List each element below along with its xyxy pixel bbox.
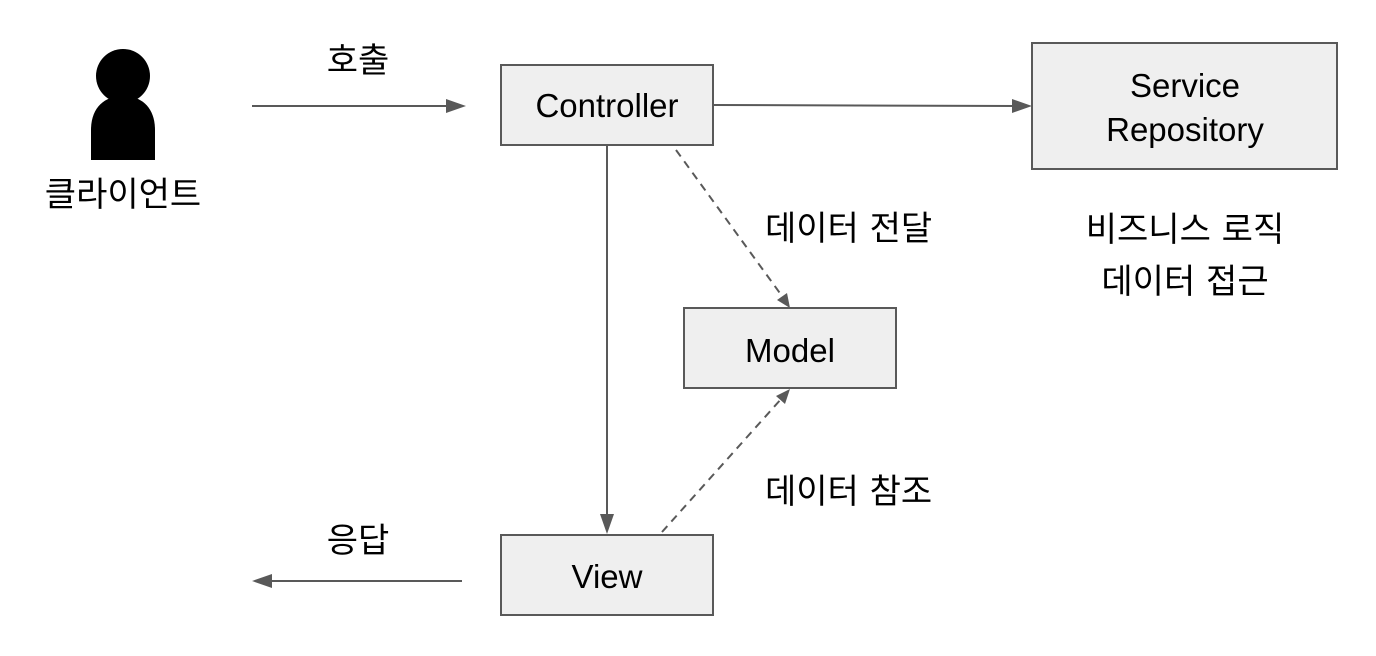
view-box: View bbox=[500, 534, 714, 616]
pass-data-label: 데이터 전달 bbox=[765, 209, 932, 249]
business-logic-note: 비즈니스 로직 bbox=[1086, 210, 1285, 250]
controller-to-service-arrow bbox=[713, 99, 1032, 113]
repository-label: Repository bbox=[1106, 111, 1264, 148]
view-to-model-arrow bbox=[661, 389, 790, 533]
call-arrow bbox=[252, 99, 466, 113]
response-arrow bbox=[252, 574, 462, 588]
person-icon bbox=[91, 49, 155, 160]
service-repository-box: Service Repository bbox=[1031, 42, 1338, 170]
model-label: Model bbox=[745, 332, 835, 369]
response-label: 응답 bbox=[327, 521, 390, 561]
controller-to-model-arrow bbox=[675, 149, 790, 308]
view-label: View bbox=[572, 558, 643, 595]
controller-box: Controller bbox=[500, 64, 714, 146]
client-label: 클라이언트 bbox=[45, 175, 201, 215]
data-access-note: 데이터 접근 bbox=[1101, 262, 1268, 302]
controller-to-view-arrow bbox=[600, 146, 614, 534]
service-label: Service bbox=[1130, 67, 1240, 104]
call-label: 호출 bbox=[327, 41, 390, 81]
model-box: Model bbox=[683, 307, 897, 389]
controller-label: Controller bbox=[535, 87, 678, 124]
ref-data-label: 데이터 참조 bbox=[765, 472, 932, 512]
